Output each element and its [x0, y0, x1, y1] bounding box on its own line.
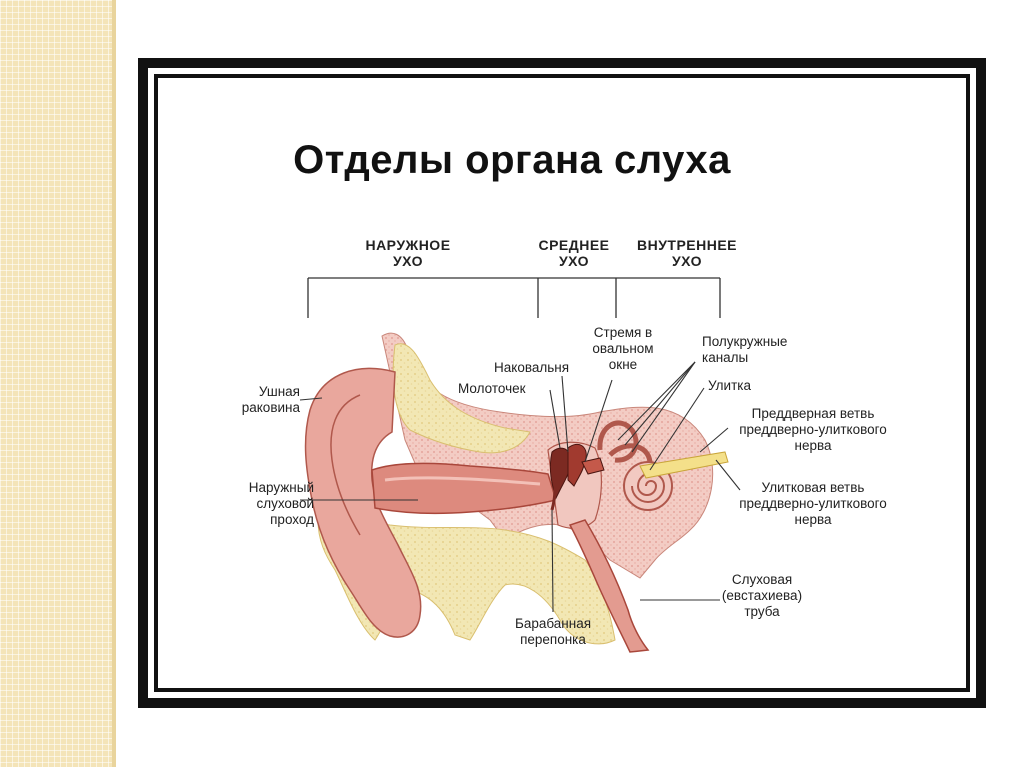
decorative-left-strip: [0, 0, 112, 767]
eustachian-tube-shape: [568, 519, 650, 653]
label-anvil: Наковальня: [494, 360, 570, 375]
label-eustachian-tube: Слуховая (евстахиева) труба: [721, 572, 803, 619]
section-middle-ear: СРЕДНЕЕ УХО: [538, 237, 610, 269]
label-eardrum: Барабанная перепонка: [514, 616, 592, 647]
label-cochlea: Улитка: [708, 378, 751, 393]
decorative-strip-edge: [112, 0, 116, 767]
leader-lines: [299, 361, 741, 613]
label-auricle: Ушная раковина: [241, 384, 300, 415]
slide-title: Отделы органа слуха: [293, 138, 731, 182]
upper-tissue-shape: [392, 343, 531, 454]
label-cochlear-branch: Улитковая ветвь преддверно-улиткового не…: [739, 480, 887, 527]
section-outer-ear: НАРУЖНОЕ УХО: [365, 237, 451, 269]
auricle-fold-shape: [330, 394, 361, 536]
eardrum-shape: [550, 465, 557, 511]
label-vestibular-branch: Преддверная ветвь преддверно-улиткового …: [739, 406, 887, 453]
label-ear-canal: Наружный слуховой проход: [248, 480, 314, 527]
nerve-shape: [639, 451, 729, 479]
label-stirrup: Стремя в овальном окне: [592, 325, 654, 372]
section-inner-ear: ВНУТРЕННЕЕ УХО: [636, 237, 738, 269]
stirrup-shape: [581, 457, 605, 475]
section-bracket-lines: [307, 277, 721, 318]
ear-canal-highlight: [384, 476, 541, 486]
semicircular-canals-shape: [597, 420, 653, 463]
label-semicircular-canals: Полукружные каналы: [702, 334, 788, 365]
label-hammer: Молоточек: [458, 381, 526, 396]
ear-canal-shape: [371, 462, 557, 515]
